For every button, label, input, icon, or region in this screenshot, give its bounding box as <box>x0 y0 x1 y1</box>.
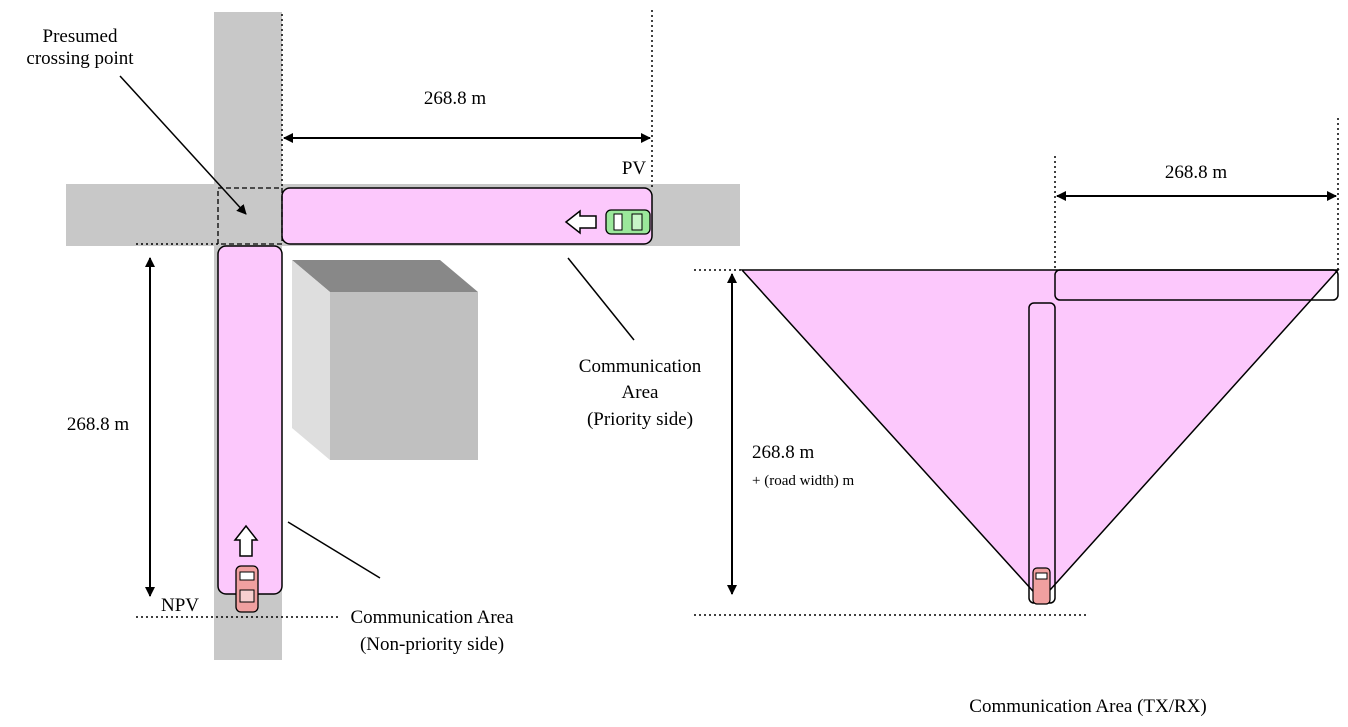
nonpriority-pointer-line <box>287 521 381 579</box>
npv-car-icon <box>235 565 259 613</box>
road-width-note: + (road width) m <box>752 473 855 489</box>
building <box>292 260 478 460</box>
right-top-distance-label: 268.8 m <box>1165 162 1228 183</box>
crossing-point-label-2: crossing point <box>26 48 134 69</box>
guide-lines <box>136 10 653 618</box>
priority-label-1: Communication <box>579 356 702 377</box>
building-top <box>292 260 478 292</box>
priority-label-2: Area <box>622 382 659 403</box>
top-distance-label: 268.8 m <box>424 88 487 109</box>
crossing-pointer-line <box>119 75 247 215</box>
priority-pointer-line <box>567 257 635 341</box>
crossing-point-box <box>217 187 283 245</box>
pv-car-icon <box>605 209 651 235</box>
building-front <box>330 292 478 460</box>
tx-rx-comm-area <box>740 269 1340 602</box>
bottom-caption: Communication Area (TX/RX) <box>969 696 1206 717</box>
crossing-point-label-1: Presumed <box>43 26 118 47</box>
npv-direction-arrow-icon <box>233 524 259 557</box>
nonpriority-label-2: (Non-priority side) <box>360 634 504 655</box>
right-guide-lines <box>694 118 1339 616</box>
priority-label-3: (Priority side) <box>587 409 693 430</box>
pv-direction-arrow-icon <box>564 209 597 235</box>
tx-rx-priority-road <box>1054 269 1339 301</box>
tx-rx-car-icon <box>1032 567 1051 605</box>
nonpriority-label-1: Communication Area <box>350 607 514 628</box>
right-vertical-distance-label: 268.8 m <box>752 442 815 463</box>
left-distance-label: 268.8 m <box>67 414 130 435</box>
building-side <box>292 260 330 460</box>
npv-label: NPV <box>161 595 199 616</box>
pv-label: PV <box>622 158 647 179</box>
